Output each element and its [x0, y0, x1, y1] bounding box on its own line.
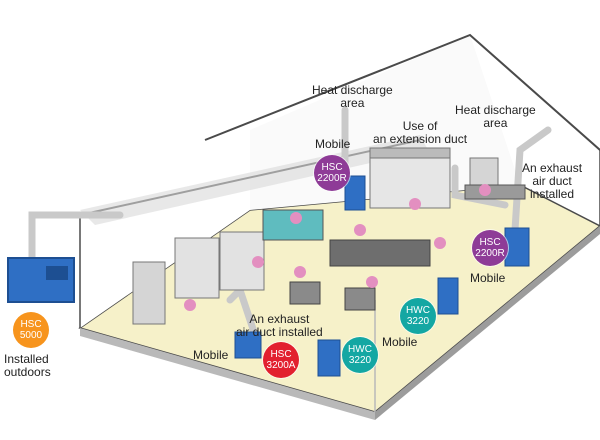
steamer	[469, 157, 499, 187]
outdoor-unit-grill	[46, 266, 68, 280]
exhaust-right-label: An exhaust air duct installed	[522, 161, 583, 201]
oven-2	[219, 231, 265, 291]
mobile-top-label: Mobile	[315, 137, 351, 151]
mobile-right-label: Mobile	[470, 271, 506, 285]
floor-right-shadow	[375, 226, 600, 420]
table-right	[464, 184, 526, 200]
staff-2	[290, 212, 302, 224]
mobile-left-label: Mobile	[193, 348, 229, 362]
badge-hsc2200r-right: HSC 2200R	[472, 230, 508, 266]
exhaust-left-label: An exhaust air duct installed	[236, 312, 323, 339]
roof-ridge	[204, 33, 600, 151]
installed-outdoors-label: Installed outdoors	[4, 352, 51, 379]
staff-4	[409, 198, 421, 210]
rack-left	[132, 261, 166, 325]
staff	[184, 184, 491, 311]
unit-hsc2200r-top	[344, 175, 366, 211]
right-exhaust-duct	[511, 126, 552, 234]
badge-hsc3200a: HSC 3200A	[263, 342, 299, 378]
heat-discharge-top-label: Heat discharge area	[312, 83, 393, 110]
unit-hsc2200r-right	[504, 227, 530, 267]
badge-hsc5000: HSC 5000	[13, 312, 49, 348]
left-wall-top	[80, 130, 250, 328]
heat-discharge-right-label: Heat discharge area	[455, 103, 536, 130]
badge-hwc3220-left: HWC 3220	[342, 337, 378, 373]
staff-8	[479, 184, 491, 196]
ducts	[28, 106, 552, 339]
hood	[369, 147, 451, 159]
extension-duct	[451, 164, 509, 209]
kettle-2	[344, 287, 376, 311]
kettle-1	[289, 281, 321, 305]
unit-hwc3220-right	[437, 277, 459, 315]
unit-hwc3220-left	[317, 339, 341, 377]
kitchen-equipment	[132, 147, 526, 325]
staff-6	[366, 276, 378, 288]
oven-1	[174, 237, 220, 299]
outdoor-duct	[28, 211, 124, 266]
unit-hsc3200a	[234, 331, 262, 359]
cooling-units	[7, 175, 530, 377]
fridge-bank	[369, 151, 451, 209]
cook-line	[329, 239, 431, 267]
badge-hsc2200r-top: HSC 2200R	[314, 155, 350, 191]
staff-7	[184, 299, 196, 311]
staff-3	[354, 224, 366, 236]
badge-hwc3220-right: HWC 3220	[400, 298, 436, 334]
floor-front-shadow	[80, 328, 375, 420]
staff-9	[434, 237, 446, 249]
extension-duct-label: Use of an extension duct	[373, 119, 468, 146]
mobile-center-label: Mobile	[382, 335, 418, 349]
staff-1	[252, 256, 264, 268]
staff-5	[294, 266, 306, 278]
